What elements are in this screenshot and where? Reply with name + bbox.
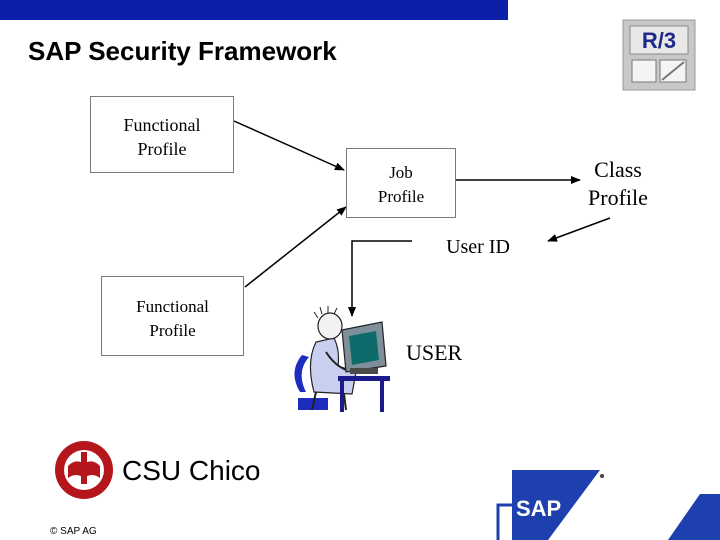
csu-chico-label: CSU Chico (122, 455, 261, 486)
connector-arrows (233, 120, 611, 317)
csu-seal-icon (55, 441, 113, 499)
arrow-class-to-userid (547, 217, 611, 242)
user-label: USER (406, 340, 463, 365)
functional-profile-top-line2: Profile (137, 139, 187, 159)
class-profile-line2: Profile (588, 185, 648, 210)
arrow-functional-bottom-to-job (244, 206, 347, 288)
job-profile-line1: Job (389, 163, 413, 182)
class-profile-label: Class Profile (576, 156, 660, 212)
top-banner-bar (0, 0, 508, 20)
copyright-footer: © SAP AG (50, 526, 97, 537)
functional-profile-top-box: Functional Profile (90, 96, 234, 173)
class-profile-line1: Class (594, 157, 642, 182)
arrow-userid-to-user (348, 240, 412, 317)
r3-logo-icon: R/3 (622, 19, 696, 91)
arrow-functional-top-to-job (233, 120, 345, 171)
functional-profile-bottom-box: Functional Profile (101, 276, 244, 356)
functional-profile-bottom-line1: Functional (136, 297, 209, 316)
user-id-label: User ID (446, 236, 510, 258)
job-profile-box: Job Profile (346, 148, 456, 218)
svg-text:R/3: R/3 (642, 28, 676, 53)
functional-profile-top-line1: Functional (123, 115, 201, 135)
svg-text:SAP: SAP (516, 496, 561, 521)
slide-title: SAP Security Framework (28, 36, 337, 66)
sap-logo-icon: SAP (496, 470, 720, 540)
user-at-computer-icon (294, 306, 390, 412)
job-profile-line2: Profile (377, 187, 425, 206)
functional-profile-bottom-line2: Profile (149, 321, 196, 340)
